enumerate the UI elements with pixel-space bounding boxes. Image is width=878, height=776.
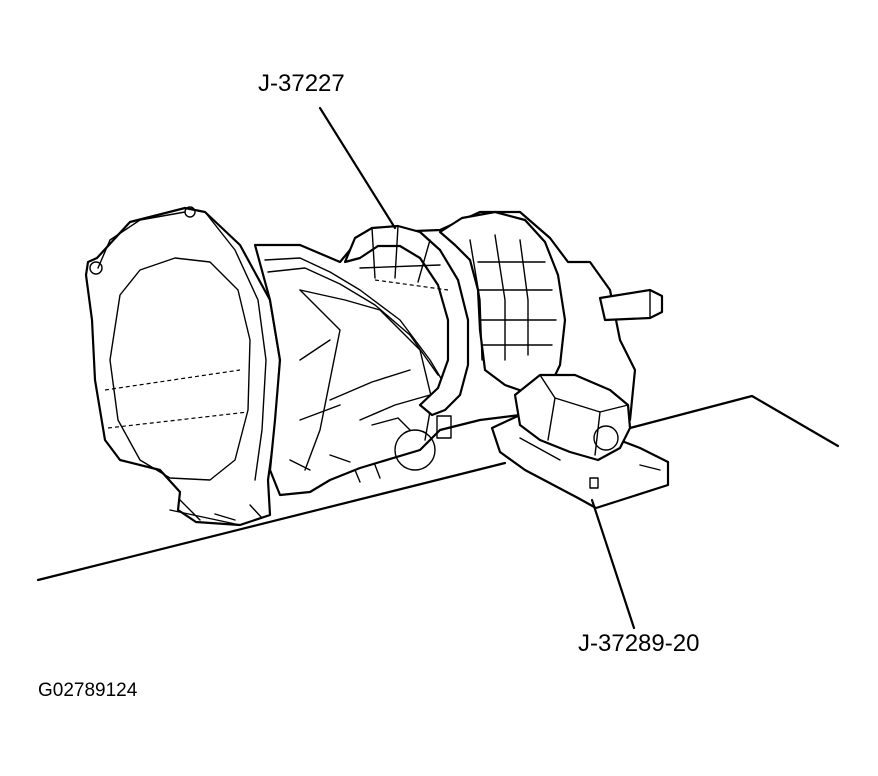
transmission-bell-housing <box>84 206 282 527</box>
figure-code: G02789124 <box>38 680 138 701</box>
j-37227-ring-tool <box>343 224 470 417</box>
output-shaft <box>598 288 664 322</box>
leader-line-j-37289-20 <box>590 498 636 630</box>
oil-pan-bolts <box>169 464 381 526</box>
leader-line-j-37227 <box>318 106 397 230</box>
bench-line <box>36 394 840 582</box>
callout-j-37289-20: J-37289-20 <box>578 630 700 657</box>
j-37289-20-fixture <box>490 373 670 510</box>
callout-j-37227: J-37227 <box>258 70 345 97</box>
